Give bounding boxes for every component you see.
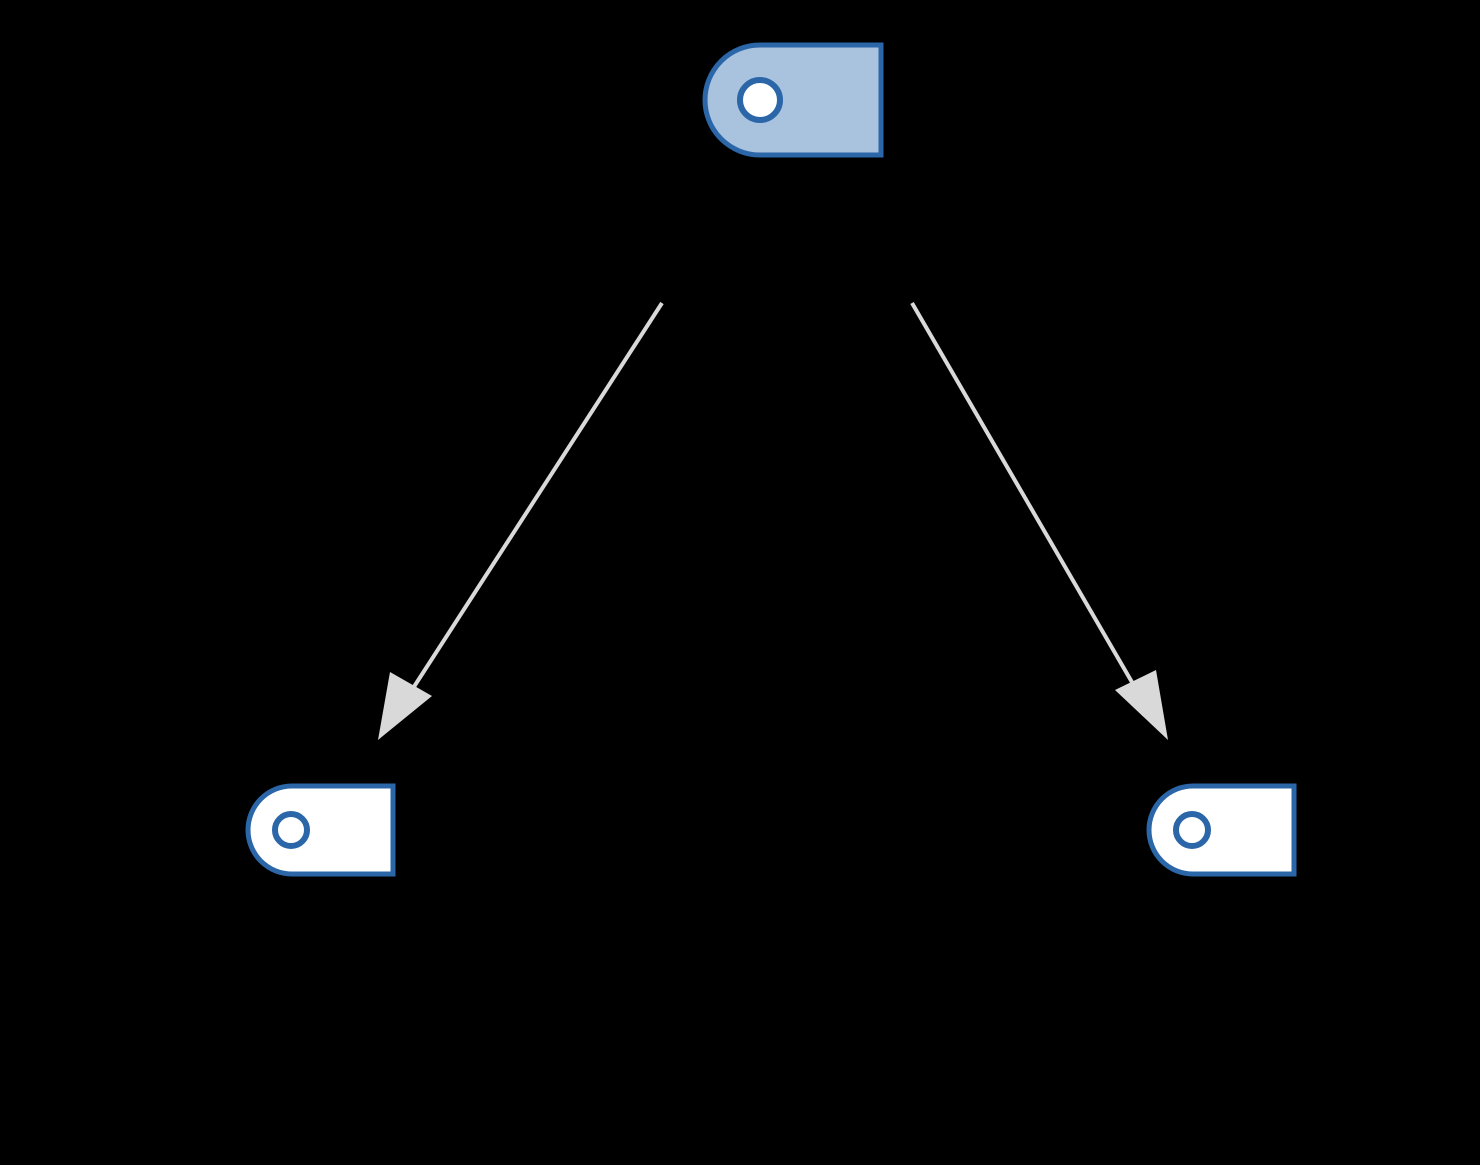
node-left-child-tag-shape[interactable]	[245, 783, 396, 877]
node-right-child-tag-shape[interactable]	[1146, 783, 1297, 877]
node-left-child[interactable]	[245, 783, 396, 877]
circle-dot-icon	[272, 811, 310, 849]
edges	[378, 301, 1168, 740]
circle-dot-icon	[737, 77, 783, 123]
edge-root-to-left-child	[406, 301, 664, 698]
edge-root-to-right-child	[910, 301, 1142, 698]
node-right-child[interactable]	[1146, 783, 1297, 877]
arrowhead-right-child	[1115, 670, 1168, 740]
circle-dot-icon	[1173, 811, 1211, 849]
node-root[interactable]	[702, 42, 884, 158]
node-root-tag-shape[interactable]	[702, 42, 884, 158]
arrowhead-left-child	[378, 672, 432, 740]
